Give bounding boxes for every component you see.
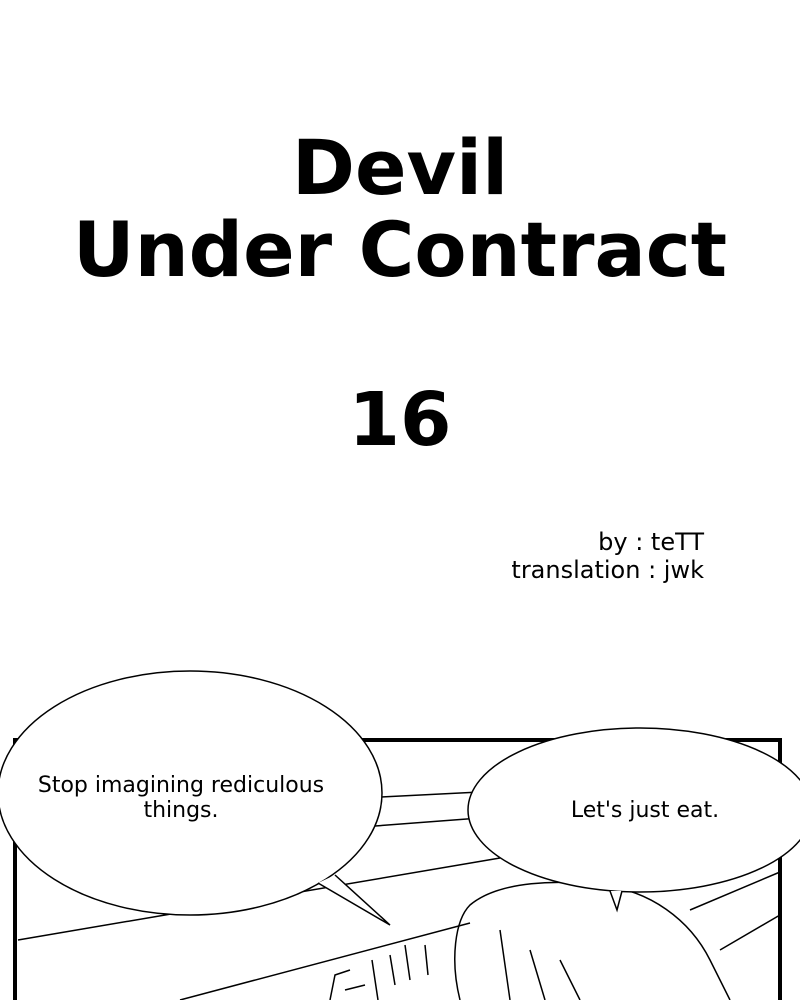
bubble-tail-right xyxy=(609,890,623,913)
title-line-2: Under Contract xyxy=(72,205,728,294)
speech-bubble-right xyxy=(467,727,800,893)
translation-credit: translation : jwk xyxy=(511,556,704,584)
chapter-number: 16 xyxy=(348,377,452,463)
author-credit: by : teTT xyxy=(598,528,704,556)
title-line-1: Devil xyxy=(291,123,509,212)
panel-border xyxy=(13,738,782,1000)
speech-bubble-left xyxy=(0,670,383,916)
bubble-tail-left xyxy=(317,874,391,926)
sound-effect-drawing xyxy=(329,944,429,1000)
speech-text-right: Let's just eat. xyxy=(570,798,720,823)
speech-text-left: Stop imagining rediculous things. xyxy=(37,773,325,823)
